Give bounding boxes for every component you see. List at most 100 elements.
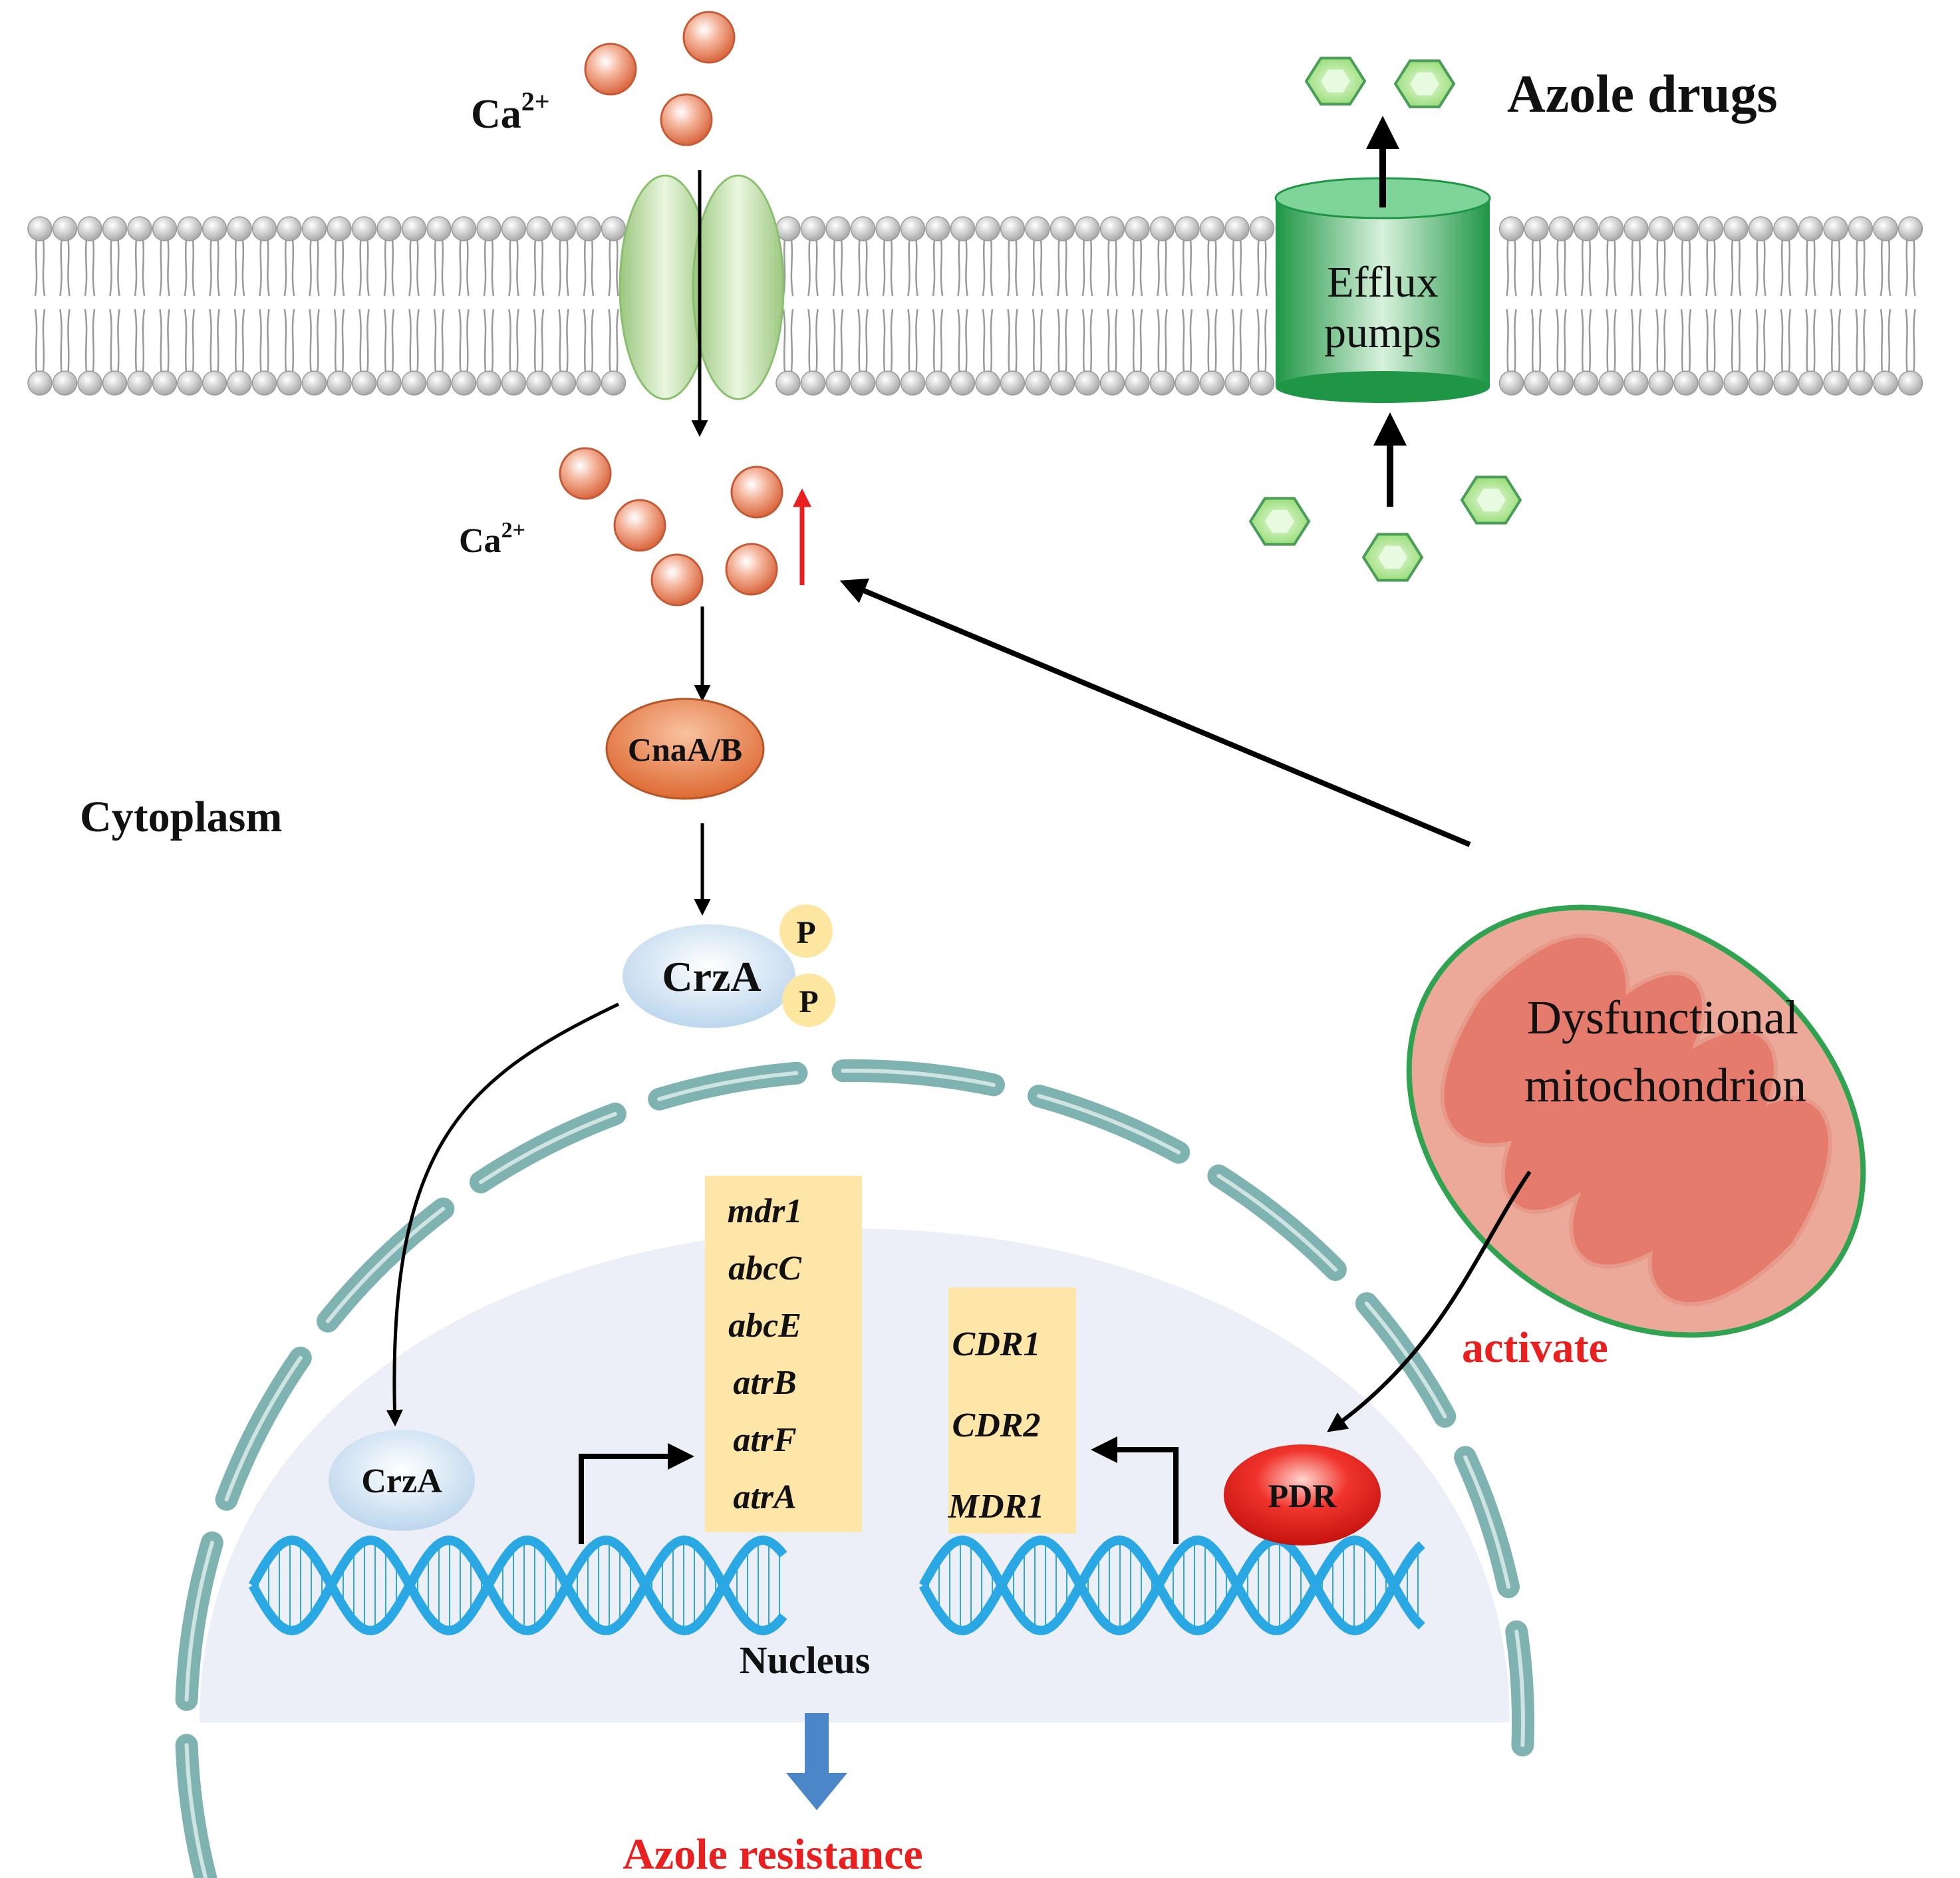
- lipid: [501, 216, 527, 396]
- gene-label: mdr1: [728, 1192, 803, 1230]
- lipid: [1574, 216, 1599, 396]
- pdr-label: PDR: [1268, 1477, 1337, 1514]
- azole-molecule: [1460, 475, 1522, 525]
- lipid: [950, 216, 976, 396]
- calcium-ion: [660, 93, 713, 146]
- envelope-segment: [215, 1347, 312, 1511]
- lipid: [1224, 216, 1250, 396]
- lipid: [327, 216, 352, 396]
- lipid: [1000, 216, 1026, 396]
- gene-label: CDR1: [952, 1325, 1041, 1363]
- envelope-segment: [1207, 1164, 1347, 1281]
- crza-cytoplasm-protein: [623, 924, 795, 1028]
- ca-inside-label: Ca2+: [459, 518, 525, 560]
- dna-helix-left: [248, 1535, 787, 1636]
- azole-molecule: [1304, 57, 1367, 106]
- lipid: [376, 216, 402, 396]
- lipid: [1099, 216, 1125, 396]
- lipid: [1698, 216, 1724, 396]
- lipid: [202, 216, 227, 396]
- lipid: [1723, 216, 1749, 396]
- envelope-segment: [1454, 1446, 1520, 1599]
- dna-strand: [918, 1535, 1425, 1636]
- lipid: [925, 216, 950, 396]
- gene-box-left: [705, 1176, 862, 1532]
- lipid: [1548, 216, 1574, 396]
- mito-label-line1: Dysfunctional: [1527, 991, 1798, 1044]
- dna-strand: [918, 1535, 1425, 1636]
- lipid: [301, 216, 327, 396]
- lipid: [551, 216, 577, 396]
- calcium-ion: [584, 43, 637, 96]
- lipid: [775, 216, 801, 396]
- lipid: [850, 216, 876, 396]
- lipid: [227, 216, 252, 396]
- lipid: [825, 216, 851, 396]
- lipid: [401, 216, 427, 396]
- crza-cytoplasm-label: CrzA: [662, 953, 761, 1000]
- cytoplasm-label: Cytoplasm: [80, 793, 282, 841]
- phosphate-1-label: P: [796, 915, 815, 950]
- lipid: [975, 216, 1000, 396]
- envelope-segment: [1028, 1085, 1190, 1164]
- lipid: [1249, 216, 1275, 396]
- dna-strand: [248, 1535, 787, 1636]
- lipid: [576, 216, 601, 396]
- efflux-pump-label-line1: Efflux: [1327, 258, 1438, 307]
- lipid: [1175, 216, 1200, 396]
- lipid: [127, 216, 152, 396]
- lipid: [152, 216, 178, 396]
- calcium-ion: [559, 447, 612, 500]
- nucleus-label: Nucleus: [740, 1639, 871, 1682]
- lipid: [1648, 216, 1674, 396]
- lipid: [277, 216, 302, 396]
- calcium-ion: [650, 553, 704, 606]
- azole-molecule: [1361, 533, 1424, 582]
- ca-outside-label: Ca2+: [471, 86, 550, 137]
- lipid: [77, 216, 102, 396]
- lipid: [52, 216, 78, 396]
- mito-to-calcium-arrow: [839, 578, 1471, 847]
- azole-molecule: [1393, 59, 1456, 108]
- calcium-ion: [725, 543, 778, 596]
- lipid: [526, 216, 551, 396]
- cnaab-label: CnaA/B: [628, 731, 742, 768]
- lipid: [102, 216, 128, 396]
- calcium-ions: [559, 11, 783, 606]
- lipid: [1075, 216, 1100, 396]
- lipid: [251, 216, 277, 396]
- mitochondrion: [1406, 904, 1866, 1338]
- lipid: [1673, 216, 1699, 396]
- gene-label: atrF: [733, 1421, 796, 1459]
- lipid: [875, 216, 901, 396]
- phosphate-1: [779, 904, 833, 958]
- lipid: [27, 216, 53, 396]
- gene-label: abcC: [728, 1250, 802, 1287]
- calcium-ion: [730, 466, 783, 519]
- down-arrow-resistance: [786, 1713, 847, 1810]
- crza-nucleus-protein: [329, 1430, 475, 1531]
- calcium-ion: [682, 11, 736, 64]
- gene-label: atrB: [733, 1364, 796, 1402]
- phosphate-2-label: P: [799, 984, 818, 1019]
- activate-label: activate: [1462, 1323, 1608, 1372]
- efflux-pump-label-line2: pumps: [1324, 309, 1441, 357]
- lipid: [1798, 216, 1824, 396]
- promoter-arrow-left: [579, 1443, 694, 1544]
- lipid: [1848, 216, 1874, 396]
- promoter-arrow-right: [1091, 1436, 1179, 1544]
- gene-box-right: [948, 1287, 1076, 1534]
- lipid: [1149, 216, 1175, 396]
- envelope-segment: [648, 1061, 808, 1111]
- envelope-segment: [831, 1059, 1005, 1097]
- gene-label: CDR2: [952, 1407, 1041, 1444]
- mito-to-pdr-arrow: [1327, 1170, 1532, 1432]
- lipid: [800, 216, 826, 396]
- calcium-ion: [613, 499, 666, 552]
- lipid: [1873, 216, 1898, 396]
- lipid: [476, 216, 501, 396]
- azole-drugs-label: Azole drugs: [1507, 65, 1778, 124]
- lipid: [1050, 216, 1075, 396]
